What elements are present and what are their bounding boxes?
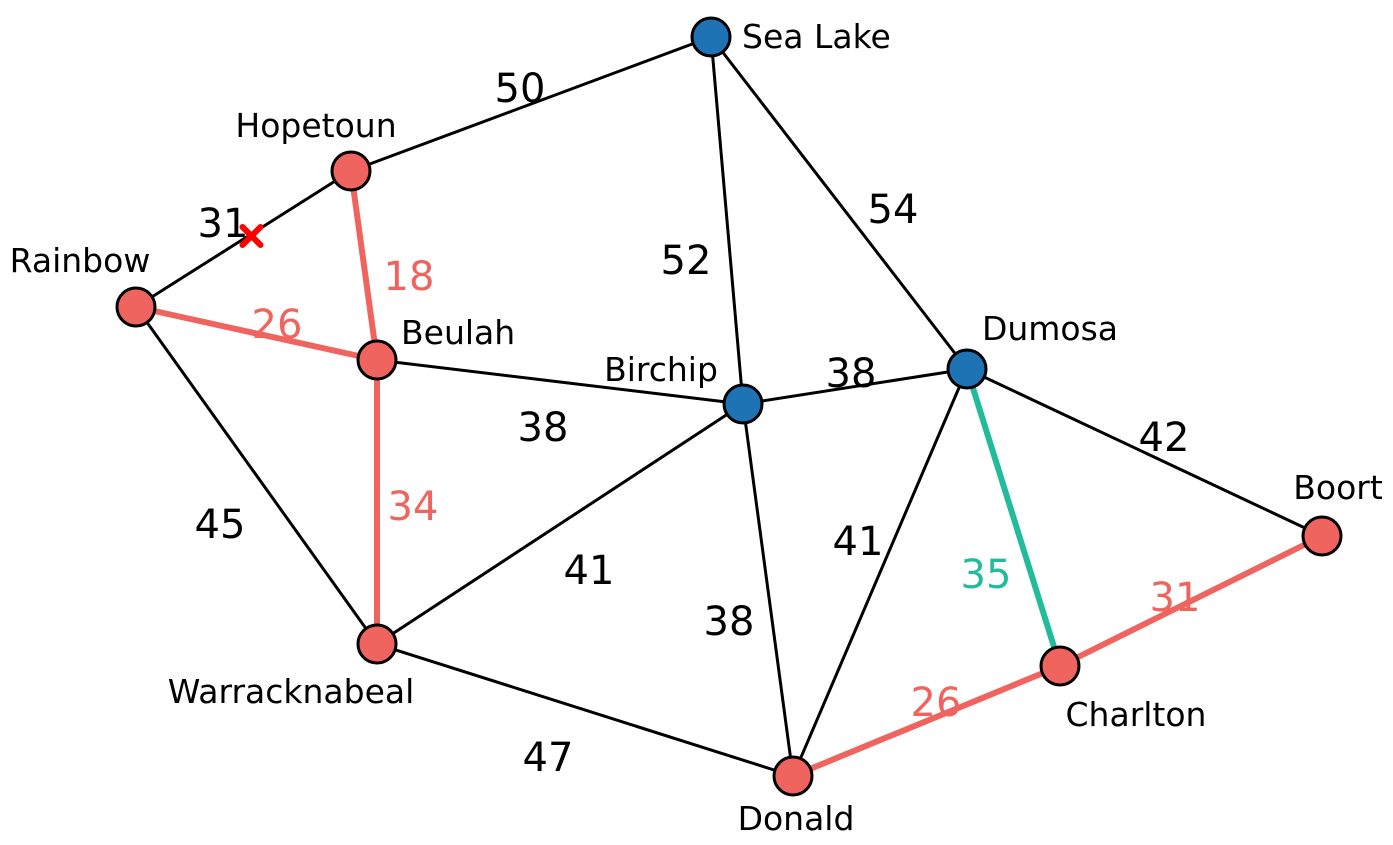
node-label-donald: Donald bbox=[738, 799, 855, 838]
edge-warracknabeal-donald bbox=[375, 642, 795, 778]
edge-weight-dumosa-donald: 41 bbox=[833, 519, 884, 565]
cross-mark-icon bbox=[239, 224, 264, 248]
node-sea-lake bbox=[690, 16, 732, 58]
cross-stroke bbox=[239, 224, 264, 248]
node-label-sea-lake: Sea Lake bbox=[742, 17, 891, 56]
edge-warracknabeal-birchip bbox=[375, 402, 745, 646]
edge-weight-hopetoun-sea-lake: 50 bbox=[495, 66, 546, 112]
node-label-boort: Boort bbox=[1293, 468, 1383, 507]
node-label-warracknabeal: Warracknabeal bbox=[168, 672, 415, 711]
edge-labels-layer: 50 31 18 26 52 54 38 38 45 34 41 38 41 35 42 31 26 47 bbox=[195, 66, 1201, 781]
edge-sea-lake-dumosa bbox=[709, 35, 969, 371]
edge-weight-donald-charlton: 26 bbox=[911, 680, 962, 726]
edge-weight-sea-lake-birchip: 52 bbox=[661, 238, 712, 284]
edge-sea-lake-birchip bbox=[709, 35, 745, 406]
edge-hopetoun-sea-lake bbox=[349, 35, 713, 173]
edge-dumosa-donald bbox=[791, 367, 969, 778]
edge-rainbow-hopetoun bbox=[134, 169, 353, 309]
node-label-hopetoun: Hopetoun bbox=[235, 106, 396, 145]
edge-weight-warracknabeal-donald: 47 bbox=[523, 735, 574, 781]
edge-birchip-donald bbox=[741, 402, 795, 778]
node-dumosa bbox=[946, 348, 988, 390]
node-label-dumosa: Dumosa bbox=[982, 309, 1118, 348]
edges-layer bbox=[133, 35, 1325, 779]
edge-weight-charlton-boort: 31 bbox=[1150, 575, 1201, 621]
node-label-beulah: Beulah bbox=[401, 313, 515, 352]
node-hopetoun bbox=[330, 150, 372, 192]
node-rainbow bbox=[115, 286, 157, 328]
edge-dumosa-charlton bbox=[964, 366, 1063, 669]
edge-weight-birchip-donald: 38 bbox=[704, 599, 755, 645]
edge-weight-beulah-warracknabeal: 34 bbox=[388, 484, 439, 530]
edge-dumosa-boort bbox=[965, 367, 1324, 538]
node-warracknabeal bbox=[356, 623, 398, 665]
edge-weight-hopetoun-beulah: 18 bbox=[384, 254, 435, 300]
node-label-charlton: Charlton bbox=[1066, 695, 1207, 734]
edge-weight-beulah-birchip: 38 bbox=[518, 405, 569, 451]
edge-weight-sea-lake-dumosa: 54 bbox=[868, 187, 919, 233]
edge-charlton-boort bbox=[1057, 533, 1325, 669]
node-label-rainbow: Rainbow bbox=[10, 241, 151, 280]
edge-weight-birchip-dumosa: 38 bbox=[826, 351, 877, 397]
node-donald bbox=[772, 755, 814, 797]
node-beulah bbox=[356, 339, 398, 381]
marks-layer bbox=[239, 224, 264, 248]
edge-birchip-dumosa bbox=[741, 367, 969, 406]
node-birchip bbox=[722, 383, 764, 425]
edge-weight-rainbow-hopetoun: 31 bbox=[198, 201, 249, 247]
node-charlton bbox=[1039, 645, 1081, 687]
edge-beulah-birchip bbox=[375, 358, 745, 406]
edge-hopetoun-beulah bbox=[348, 168, 380, 363]
edge-donald-charlton bbox=[790, 663, 1063, 779]
edge-weight-rainbow-beulah: 26 bbox=[252, 302, 303, 348]
edge-rainbow-beulah bbox=[133, 304, 380, 363]
nodes-layer bbox=[115, 16, 1343, 797]
edge-rainbow-warracknabeal bbox=[134, 305, 379, 646]
node-label-birchip: Birchip bbox=[604, 350, 718, 389]
edge-weight-dumosa-charlton: 35 bbox=[961, 552, 1012, 598]
node-boort bbox=[1301, 515, 1343, 557]
edge-weight-dumosa-boort: 42 bbox=[1139, 415, 1190, 461]
edge-weight-warracknabeal-birchip: 41 bbox=[564, 548, 615, 594]
edge-weight-rainbow-warracknabeal: 45 bbox=[195, 502, 246, 548]
